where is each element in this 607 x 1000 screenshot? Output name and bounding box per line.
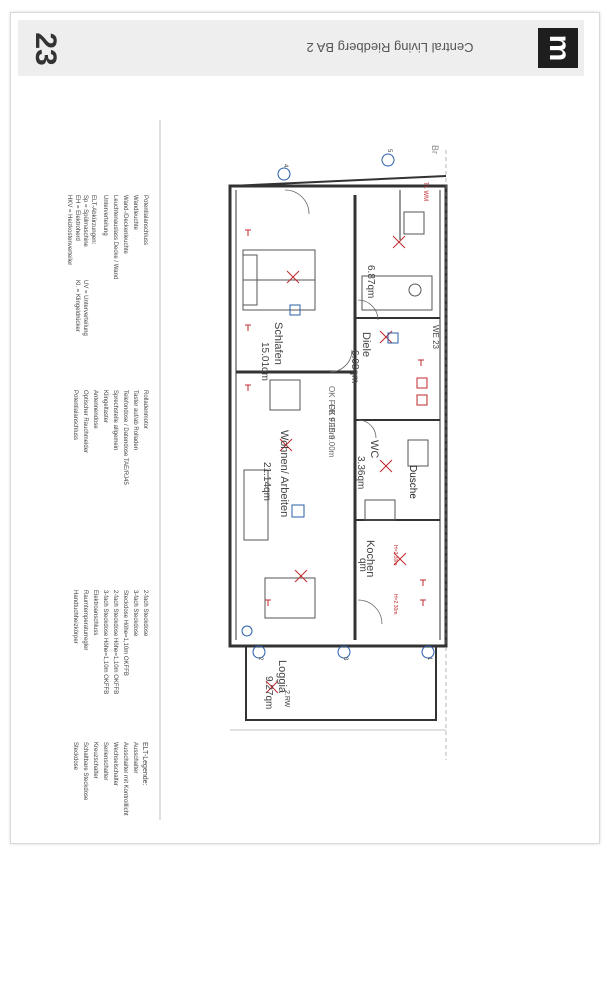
legend-col2-item: Steckdose Höhe=1,10m OKFFB	[122, 590, 128, 676]
height-label-2: H=2.30m	[392, 594, 398, 615]
room-label-wc: WC	[368, 440, 380, 459]
legend-col2-item: 3-fach Steckdose	[132, 590, 138, 637]
kitchen-counter	[364, 499, 396, 521]
room-area-wohnen: 21.14qm	[261, 462, 272, 501]
legend-col2-item: Raumtemperaturregler	[82, 590, 88, 651]
axis-label-2: 2	[257, 657, 263, 661]
legend-col3-item: Potentialanschluss	[72, 390, 78, 441]
axis-label-5: 5	[386, 149, 392, 153]
rw-label: 2.RW	[283, 690, 290, 708]
electrical-symbols	[245, 229, 428, 694]
abbrev-title: ELT-Abkürzungen:	[90, 195, 96, 245]
dusche-label: Dusche	[407, 465, 418, 499]
bathtub	[361, 275, 433, 311]
legend-col1-item: Steckdose	[72, 742, 78, 771]
legend-col1-item: Schaltbare Steckdose	[82, 742, 88, 801]
legend-col4-item: Leuchtenauslass Decke / Wand	[112, 195, 118, 280]
doors	[284, 189, 383, 625]
abbrev-item: Kl. = Klingeldrücker	[74, 280, 80, 332]
data-outlets	[241, 153, 435, 659]
axis-label-1: 1	[426, 657, 432, 661]
abbrev-item: Sp = Spülmaschine	[82, 195, 88, 247]
room-label-wohnen: Wohnen/ Arbeiten	[278, 430, 290, 517]
legend-col2-item: 2-fach Steckdose Höhe=1,10m OKFFB	[112, 590, 118, 695]
legend-col4-item: Potentialanschluss	[142, 195, 148, 246]
room-area-loggia: 9.27qm	[263, 676, 274, 710]
legend-col2-item: 2-fach Steckdose	[142, 590, 148, 637]
ok-ffb-label-2: OK FFB 9.00m	[327, 404, 336, 458]
desk	[269, 379, 301, 411]
wc	[407, 439, 429, 467]
room-label-loggia: Loggia	[276, 660, 288, 694]
legend-col1-item: Ausschalter	[132, 742, 138, 774]
legend-col3-item: Telefondose / Datendose TAE/RJ45	[122, 390, 128, 485]
br-label: Br	[430, 145, 440, 154]
room-area-diele: 6.08qm	[349, 350, 360, 384]
header-band	[18, 20, 584, 76]
height-label-1: H=2.30m	[392, 545, 398, 566]
room-label-diele: Diele	[360, 332, 372, 358]
walls	[228, 175, 448, 721]
washing-machine	[403, 211, 425, 235]
furniture	[242, 211, 433, 619]
legend-col3-item: Sprechstelle allgemein	[112, 390, 118, 451]
room-area-schlafen: 15.01qm	[259, 342, 270, 381]
abbrev-item: EH = Elektroherd	[74, 195, 80, 241]
room-area-wc: 3.36qm	[355, 456, 366, 490]
axis-label-3: 3	[342, 657, 348, 661]
legend-col1-item: Serienschalter	[102, 742, 108, 781]
sofa	[243, 469, 269, 541]
legend-col4-item: Unterverteilung	[102, 195, 108, 236]
legend-col2-item: 3-fach Steckdose Höhe=1,10m OKFFB	[102, 590, 108, 695]
abbrev-item: UV = Unterverteilung	[82, 280, 88, 336]
legend-col2-item: Handtuchheizkörper	[72, 590, 78, 644]
axis-label-4: 4	[282, 164, 288, 168]
legend-col4-item: Wandleuchte	[132, 195, 138, 230]
dimension-lines	[230, 150, 447, 760]
legend-col2-item: Elektroanschluss	[92, 590, 98, 636]
legend-col1-item: Wechselschalter	[112, 742, 118, 786]
unit-label: WE 23	[431, 325, 440, 350]
legend-col3-item: Klingeltaster	[102, 390, 108, 424]
abbrev-item: HKV = Heizkostenverteiler	[66, 195, 72, 266]
room-area-kochen: qm	[357, 558, 368, 572]
legend-col3-item: Antennendose	[92, 390, 98, 429]
legend-col3-item: Taster auf/ab Rolladen	[132, 390, 138, 451]
tr-wm-label: Tr. WM	[422, 182, 428, 202]
legend-title: ELT-Legende:	[141, 742, 148, 786]
legend-col4-item: Wand-/Deckenleuchte	[122, 195, 128, 254]
room-name: Schlafen	[272, 322, 284, 365]
floor-plan-sheet	[10, 12, 600, 844]
legend-col1-item: Ausschalter mit Kontrolllicht	[122, 742, 128, 816]
room-label-schlafen: Schlafen	[272, 322, 284, 365]
legend-col3-item: Optischer Rauchmelder	[82, 390, 88, 454]
room-name: Wohnen/ Arbeiten	[278, 430, 290, 518]
dining-table	[264, 577, 316, 619]
room-area-bad: 6.87qm	[365, 265, 376, 299]
legend-col1-item: Kreuzschalter	[92, 742, 98, 779]
legend-col3-item: Rolladenmotor	[142, 390, 148, 430]
